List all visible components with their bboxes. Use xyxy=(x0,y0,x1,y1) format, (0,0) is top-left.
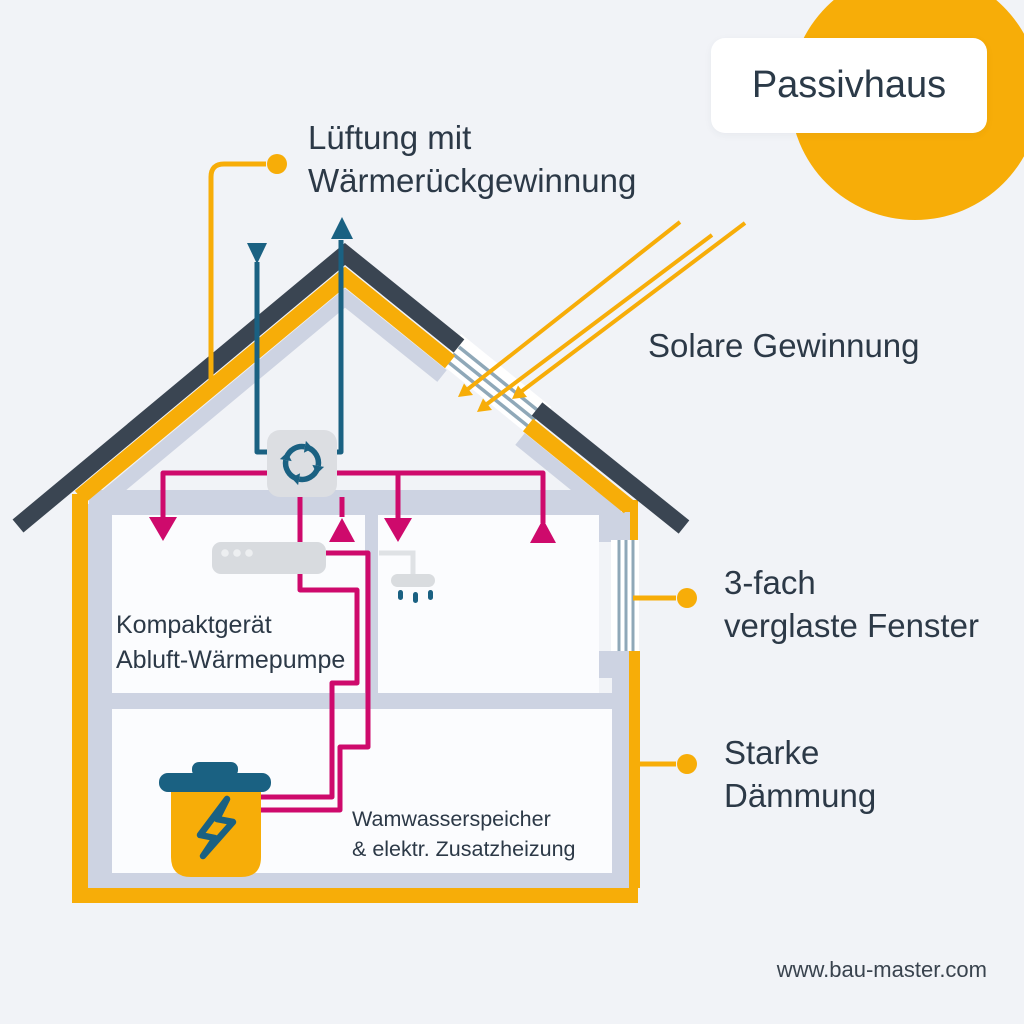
label-insulation: Starke Dämmung xyxy=(724,734,877,814)
tank-lid-knob xyxy=(192,762,238,777)
supply-arrow-icon xyxy=(149,517,177,541)
right-wall xyxy=(599,500,640,888)
ventilation-connector-line xyxy=(208,161,266,389)
roof xyxy=(12,243,690,534)
supply-duct-right xyxy=(337,470,546,523)
extract-arrow-icon xyxy=(530,519,556,543)
ceiling-slab xyxy=(89,490,621,515)
extract-arrow-icon xyxy=(329,518,355,542)
label-solar-gain: Solare Gewinnung xyxy=(648,327,920,364)
tank-body xyxy=(171,791,261,877)
water-tank xyxy=(159,762,271,877)
circulation-arrows-icon xyxy=(279,440,325,486)
supply-duct-left xyxy=(160,470,267,518)
label-water-storage: Wamwasserspeicher & elektr. Zusatzheizun… xyxy=(352,807,576,861)
air-intake-arrow-icon xyxy=(247,243,267,264)
right-wall-insulation-bottom xyxy=(629,651,640,888)
left-wall-inner xyxy=(88,504,112,888)
tank-lid xyxy=(159,773,271,792)
base-insulation-band xyxy=(72,888,638,903)
roof-skylight xyxy=(438,334,552,435)
left-wall-insulation xyxy=(72,494,88,889)
air-ducts xyxy=(160,470,546,813)
heat-pipe-b xyxy=(258,550,371,813)
callout-connectors xyxy=(208,161,676,767)
supply-arrow-icon xyxy=(384,518,412,542)
label-windows: 3-fach verglaste Fenster xyxy=(724,564,979,644)
label-ventilation: Lüftung mit Wärmerückgewinnung xyxy=(308,119,637,199)
solar-rays-icon xyxy=(458,220,747,412)
lightning-bolt-icon xyxy=(196,795,237,860)
label-heat-pump: Kompaktgerät Abluft-Wärmepumpe xyxy=(116,611,346,674)
air-exhaust-arrow-icon xyxy=(331,217,353,239)
right-wall-inner xyxy=(612,676,630,873)
window-sill-top xyxy=(599,512,630,542)
ventilation-connector-dot xyxy=(267,154,287,174)
left-wall xyxy=(72,494,112,889)
window-sill-bottom xyxy=(599,651,630,678)
ventilation-unit xyxy=(267,430,337,497)
shower-head-icon xyxy=(379,550,435,603)
roof-insulation-layer xyxy=(74,266,635,514)
heat-pump-device xyxy=(212,542,326,574)
windows-connector-dot xyxy=(677,588,697,608)
website-url: www.bau-master.com xyxy=(776,957,987,982)
roof-inner-layer xyxy=(94,288,615,518)
mid-floor-slab xyxy=(89,693,613,709)
title-badge-label: Passivhaus xyxy=(751,64,947,106)
title-badge: Passivhaus xyxy=(711,38,987,133)
heat-pipe-a xyxy=(258,497,360,800)
upper-right-room xyxy=(378,515,599,693)
callout-dots xyxy=(267,154,697,774)
insulation-connector-dot xyxy=(677,754,697,774)
roof-outer-layer xyxy=(12,243,690,534)
ground-floor-slab xyxy=(89,873,630,888)
duct-arrows xyxy=(149,517,556,543)
